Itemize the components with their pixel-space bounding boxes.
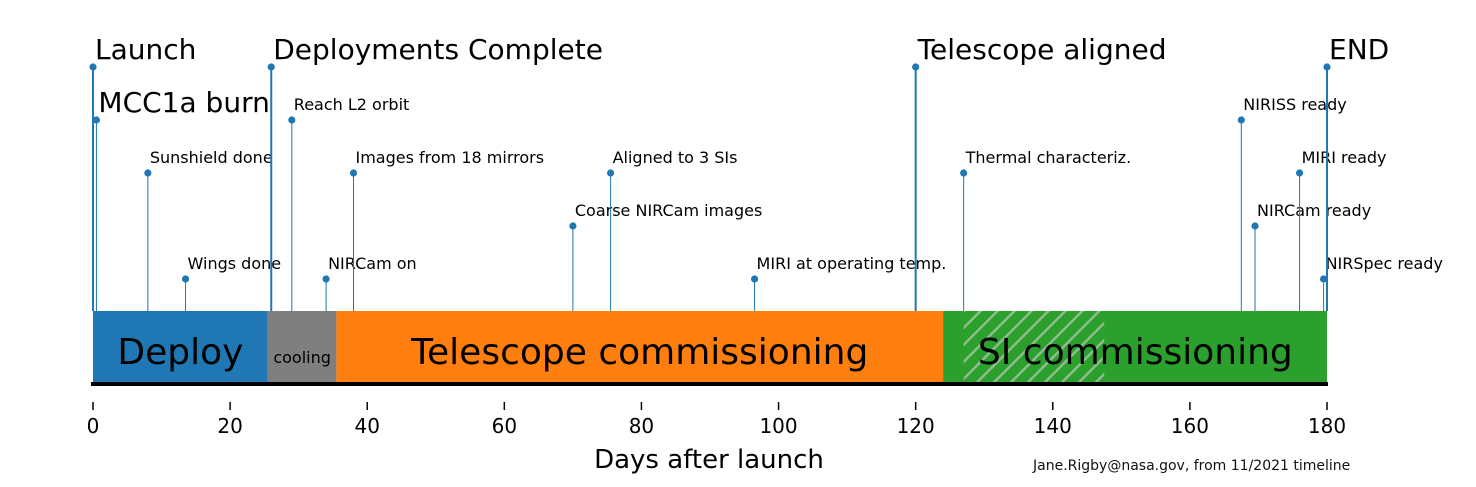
- phase-bar-1: [267, 311, 337, 383]
- phase-label-0: Deploy: [117, 332, 243, 373]
- phase-hatch: [963, 311, 1105, 383]
- event-label-9: Aligned to 3 SIs: [613, 148, 738, 167]
- event-marker-1: [92, 116, 101, 124]
- event-label-1: MCC1a burn: [98, 86, 269, 119]
- phase-bars: Deploy cooling Telescope commissioning SI c…: [93, 311, 1327, 383]
- event-label-14: NIRCam ready: [1257, 201, 1371, 220]
- phase-label-3: SI commissioning: [978, 332, 1293, 373]
- event-label-13: NIRISS ready: [1243, 95, 1346, 114]
- x-tick-label-6: 120: [897, 414, 935, 438]
- event-label-0: Launch: [95, 33, 196, 66]
- phase-bar-0: [93, 311, 268, 383]
- x-tick-label-9: 180: [1308, 414, 1346, 438]
- event-marker-11: [912, 63, 920, 71]
- event-label-15: MIRI ready: [1302, 148, 1387, 167]
- x-tick-label-0: 0: [87, 414, 100, 438]
- x-tick-label-4: 80: [629, 414, 654, 438]
- event-label-7: Images from 18 mirrors: [356, 148, 545, 167]
- x-tick-label-3: 60: [492, 414, 517, 438]
- event-marker-12: [960, 169, 968, 177]
- event-marker-0: [89, 63, 97, 71]
- x-tick-label-5: 100: [759, 414, 797, 438]
- credit-text: Jane.Rigby@nasa.gov, from 11/2021 timeli…: [1033, 458, 1351, 474]
- event-marker-14: [1251, 222, 1259, 230]
- event-label-16: NIRSpec ready: [1326, 254, 1443, 273]
- event-label-11: Telescope aligned: [917, 33, 1167, 66]
- event-label-17: END: [1329, 33, 1389, 66]
- event-marker-7: [349, 169, 358, 177]
- event-marker-17: [1323, 63, 1331, 71]
- event-marker-10: [750, 275, 759, 283]
- event-marker-8: [569, 222, 577, 230]
- event-marker-13: [1237, 116, 1245, 124]
- event-marker-5: [288, 116, 296, 124]
- event-label-2: Sunshield done: [150, 148, 273, 167]
- x-axis-label: Days after launch: [594, 445, 824, 475]
- event-label-6: NIRCam on: [328, 254, 417, 273]
- event-marker-9: [606, 169, 615, 177]
- phase-bar-2: [336, 311, 944, 383]
- event-label-5: Reach L2 orbit: [294, 95, 410, 114]
- event-marker-16: [1319, 275, 1328, 283]
- x-tick-label-2: 40: [354, 414, 379, 438]
- x-tick-label-8: 160: [1171, 414, 1209, 438]
- event-label-3: Wings done: [188, 254, 282, 273]
- x-tick-label-7: 140: [1034, 414, 1072, 438]
- event-marker-3: [181, 275, 190, 283]
- event-label-10: MIRI at operating temp.: [757, 254, 947, 273]
- event-marker-15: [1295, 169, 1304, 177]
- phase-label-2: Telescope commissioning: [410, 332, 868, 373]
- event-marker-2: [144, 169, 152, 177]
- event-label-8: Coarse NIRCam images: [575, 201, 762, 220]
- event-marker-6: [322, 275, 330, 283]
- x-axis: 0 20 40 60 80 100 120 140 160 180: [87, 382, 1346, 438]
- event-label-4: Deployments Complete: [273, 33, 603, 66]
- event-marker-4: [267, 63, 275, 71]
- phase-label-1: cooling: [273, 348, 331, 367]
- x-tick-label-1: 20: [217, 414, 242, 438]
- event-label-12: Thermal characteriz.: [965, 148, 1132, 167]
